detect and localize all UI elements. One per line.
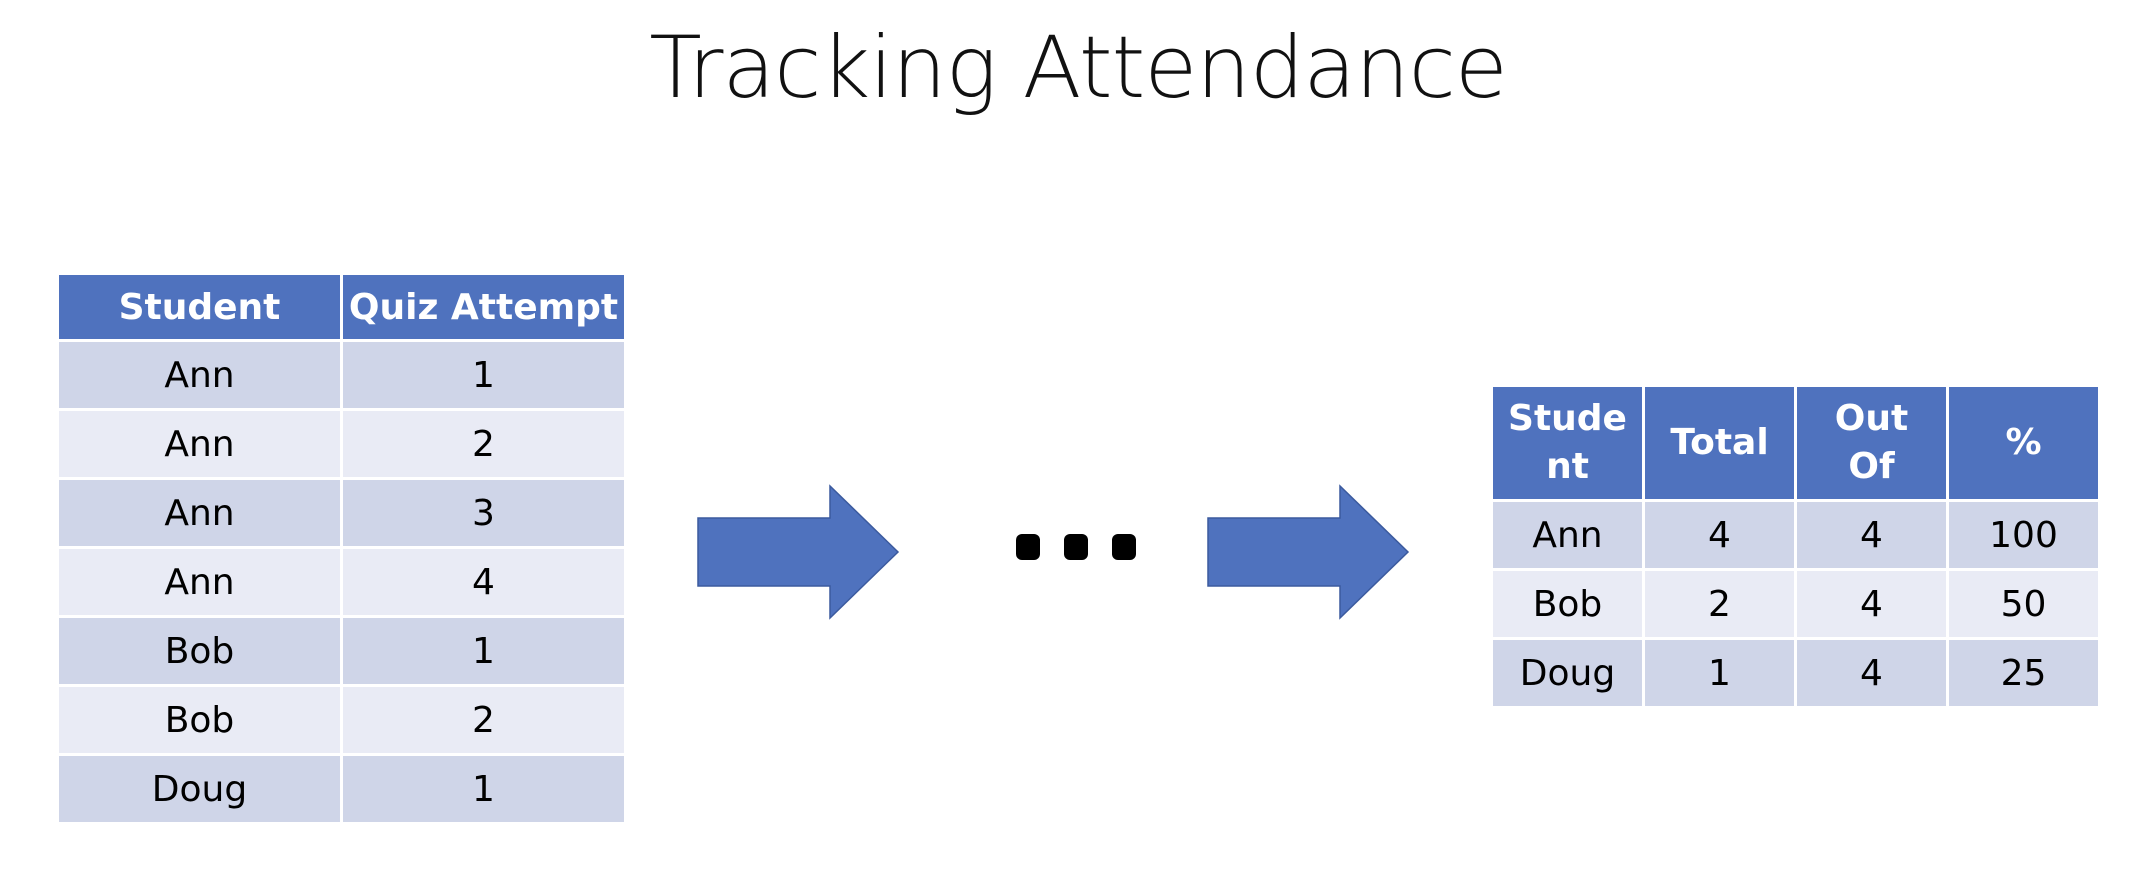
- column-header-percent: %: [1946, 384, 2101, 502]
- cell-student: Bob: [56, 615, 343, 687]
- cell-student: Ann: [56, 546, 343, 618]
- attendance-summary-table: Stude nt Total Out Of % Ann 4 4 100 Bob …: [1490, 384, 2101, 709]
- column-header-quiz-attempt: Quiz Attempt: [340, 272, 627, 342]
- cell-student: Bob: [1490, 568, 1645, 640]
- cell-out-of: 4: [1794, 637, 1949, 709]
- table-header-row: Stude nt Total Out Of %: [1490, 384, 2101, 502]
- cell-out-of: 4: [1794, 499, 1949, 571]
- table-header-row: Student Quiz Attempt: [56, 272, 627, 342]
- ellipsis-icon: [1000, 520, 1150, 570]
- cell-out-of: 4: [1794, 568, 1949, 640]
- cell-percent: 100: [1946, 499, 2101, 571]
- cell-total: 2: [1642, 568, 1797, 640]
- column-header-student: Student: [56, 272, 343, 342]
- slide-title: Tracking Attendance: [649, 18, 1508, 118]
- quiz-attempts-table: Student Quiz Attempt Ann 1 Ann 2 Ann 3 A…: [56, 272, 627, 825]
- cell-student: Ann: [56, 408, 343, 480]
- cell-student: Doug: [56, 753, 343, 825]
- table-row: Doug 1 4 25: [1490, 637, 2101, 709]
- table-row: Doug 1: [56, 753, 627, 825]
- column-header-student: Stude nt: [1490, 384, 1645, 502]
- cell-percent: 50: [1946, 568, 2101, 640]
- right-arrow-icon: [697, 484, 900, 620]
- cell-student: Ann: [56, 339, 343, 411]
- cell-student: Doug: [1490, 637, 1645, 709]
- cell-student: Ann: [56, 477, 343, 549]
- right-arrow-icon: [1207, 484, 1410, 620]
- cell-quiz-attempt: 1: [340, 753, 627, 825]
- table-row: Ann 4: [56, 546, 627, 618]
- table-row: Bob 2 4 50: [1490, 568, 2101, 640]
- table-row: Bob 2: [56, 684, 627, 756]
- cell-student: Ann: [1490, 499, 1645, 571]
- cell-percent: 25: [1946, 637, 2101, 709]
- table-row: Ann 1: [56, 339, 627, 411]
- cell-student: Bob: [56, 684, 343, 756]
- column-header-total: Total: [1642, 384, 1797, 502]
- cell-quiz-attempt: 2: [340, 408, 627, 480]
- table-row: Bob 1: [56, 615, 627, 687]
- cell-quiz-attempt: 4: [340, 546, 627, 618]
- table-row: Ann 2: [56, 408, 627, 480]
- cell-quiz-attempt: 2: [340, 684, 627, 756]
- table-row: Ann 4 4 100: [1490, 499, 2101, 571]
- cell-total: 1: [1642, 637, 1797, 709]
- cell-quiz-attempt: 3: [340, 477, 627, 549]
- column-header-out-of: Out Of: [1794, 384, 1949, 502]
- table-row: Ann 3: [56, 477, 627, 549]
- cell-quiz-attempt: 1: [340, 339, 627, 411]
- cell-quiz-attempt: 1: [340, 615, 627, 687]
- cell-total: 4: [1642, 499, 1797, 571]
